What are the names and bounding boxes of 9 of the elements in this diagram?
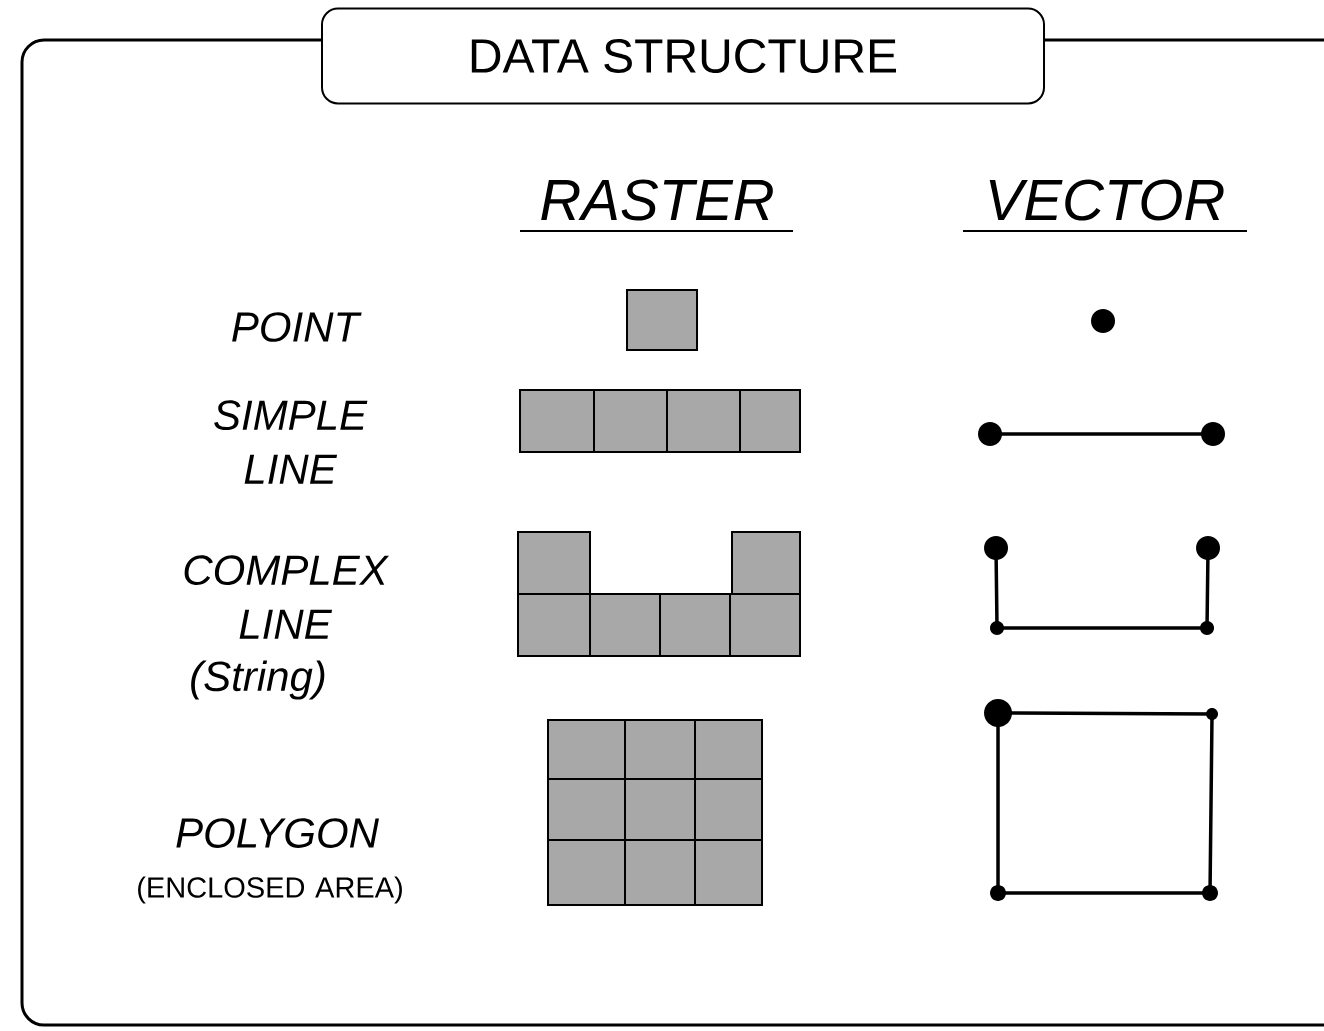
- row-label: POINT: [232, 312, 362, 342]
- row-label: (String): [191, 660, 325, 700]
- column-heading: RASTER: [519, 179, 794, 232]
- row-label: COMPLEX LINE: [184, 555, 389, 639]
- row-label: SIMPLE LINE: [214, 400, 368, 484]
- row-label: (ENCLOSED AREA): [138, 876, 402, 904]
- title-box: DATA STRUCTURE: [321, 7, 1045, 105]
- row-label: POLYGON: [176, 818, 379, 848]
- column-heading: VECTOR: [962, 179, 1248, 232]
